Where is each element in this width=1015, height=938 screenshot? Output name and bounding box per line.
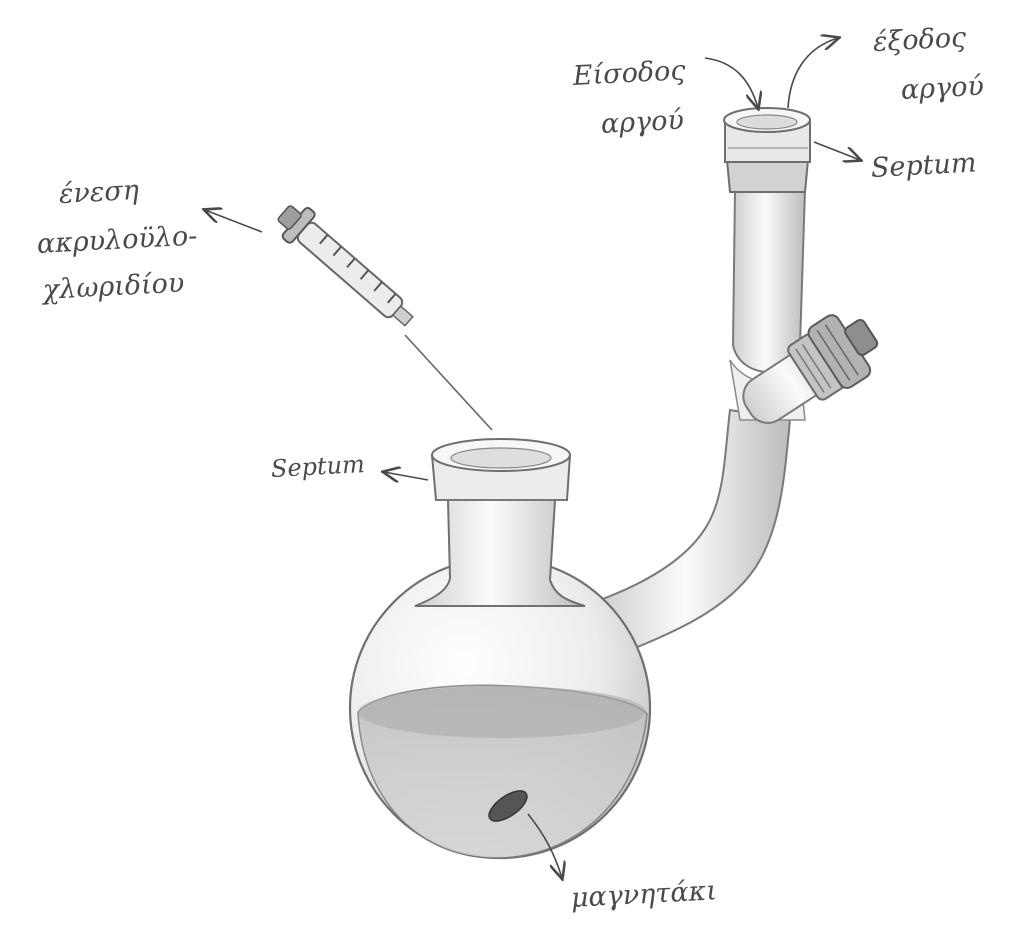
septum-top-label: Septum <box>870 144 977 187</box>
neck-septum <box>432 439 570 500</box>
septum-top-arrow <box>814 142 860 160</box>
argon-in-arrow <box>705 58 758 108</box>
injection-label-line-3: χλωριδίου <box>42 265 185 310</box>
injection-label-line-1: ένεση <box>58 172 140 214</box>
side-arm <box>600 410 790 650</box>
syringe <box>270 197 422 336</box>
syringe-needle <box>405 335 492 430</box>
argon-in-label-line-1: Είσοδος <box>572 52 686 96</box>
argon-in-label-line-2: αργού <box>600 102 685 144</box>
injection-arrow <box>205 210 262 232</box>
argon-out-label-line-1: έξοδος <box>872 19 967 62</box>
argon-out-label-line-2: αργού <box>900 68 985 110</box>
stir-bar-label: μαγνητάκι <box>570 872 718 918</box>
septum-neck-arrow <box>384 472 428 480</box>
septum-neck-label: Septum <box>270 445 366 488</box>
argon-out-arrow <box>788 38 838 108</box>
top-septum <box>724 108 810 192</box>
